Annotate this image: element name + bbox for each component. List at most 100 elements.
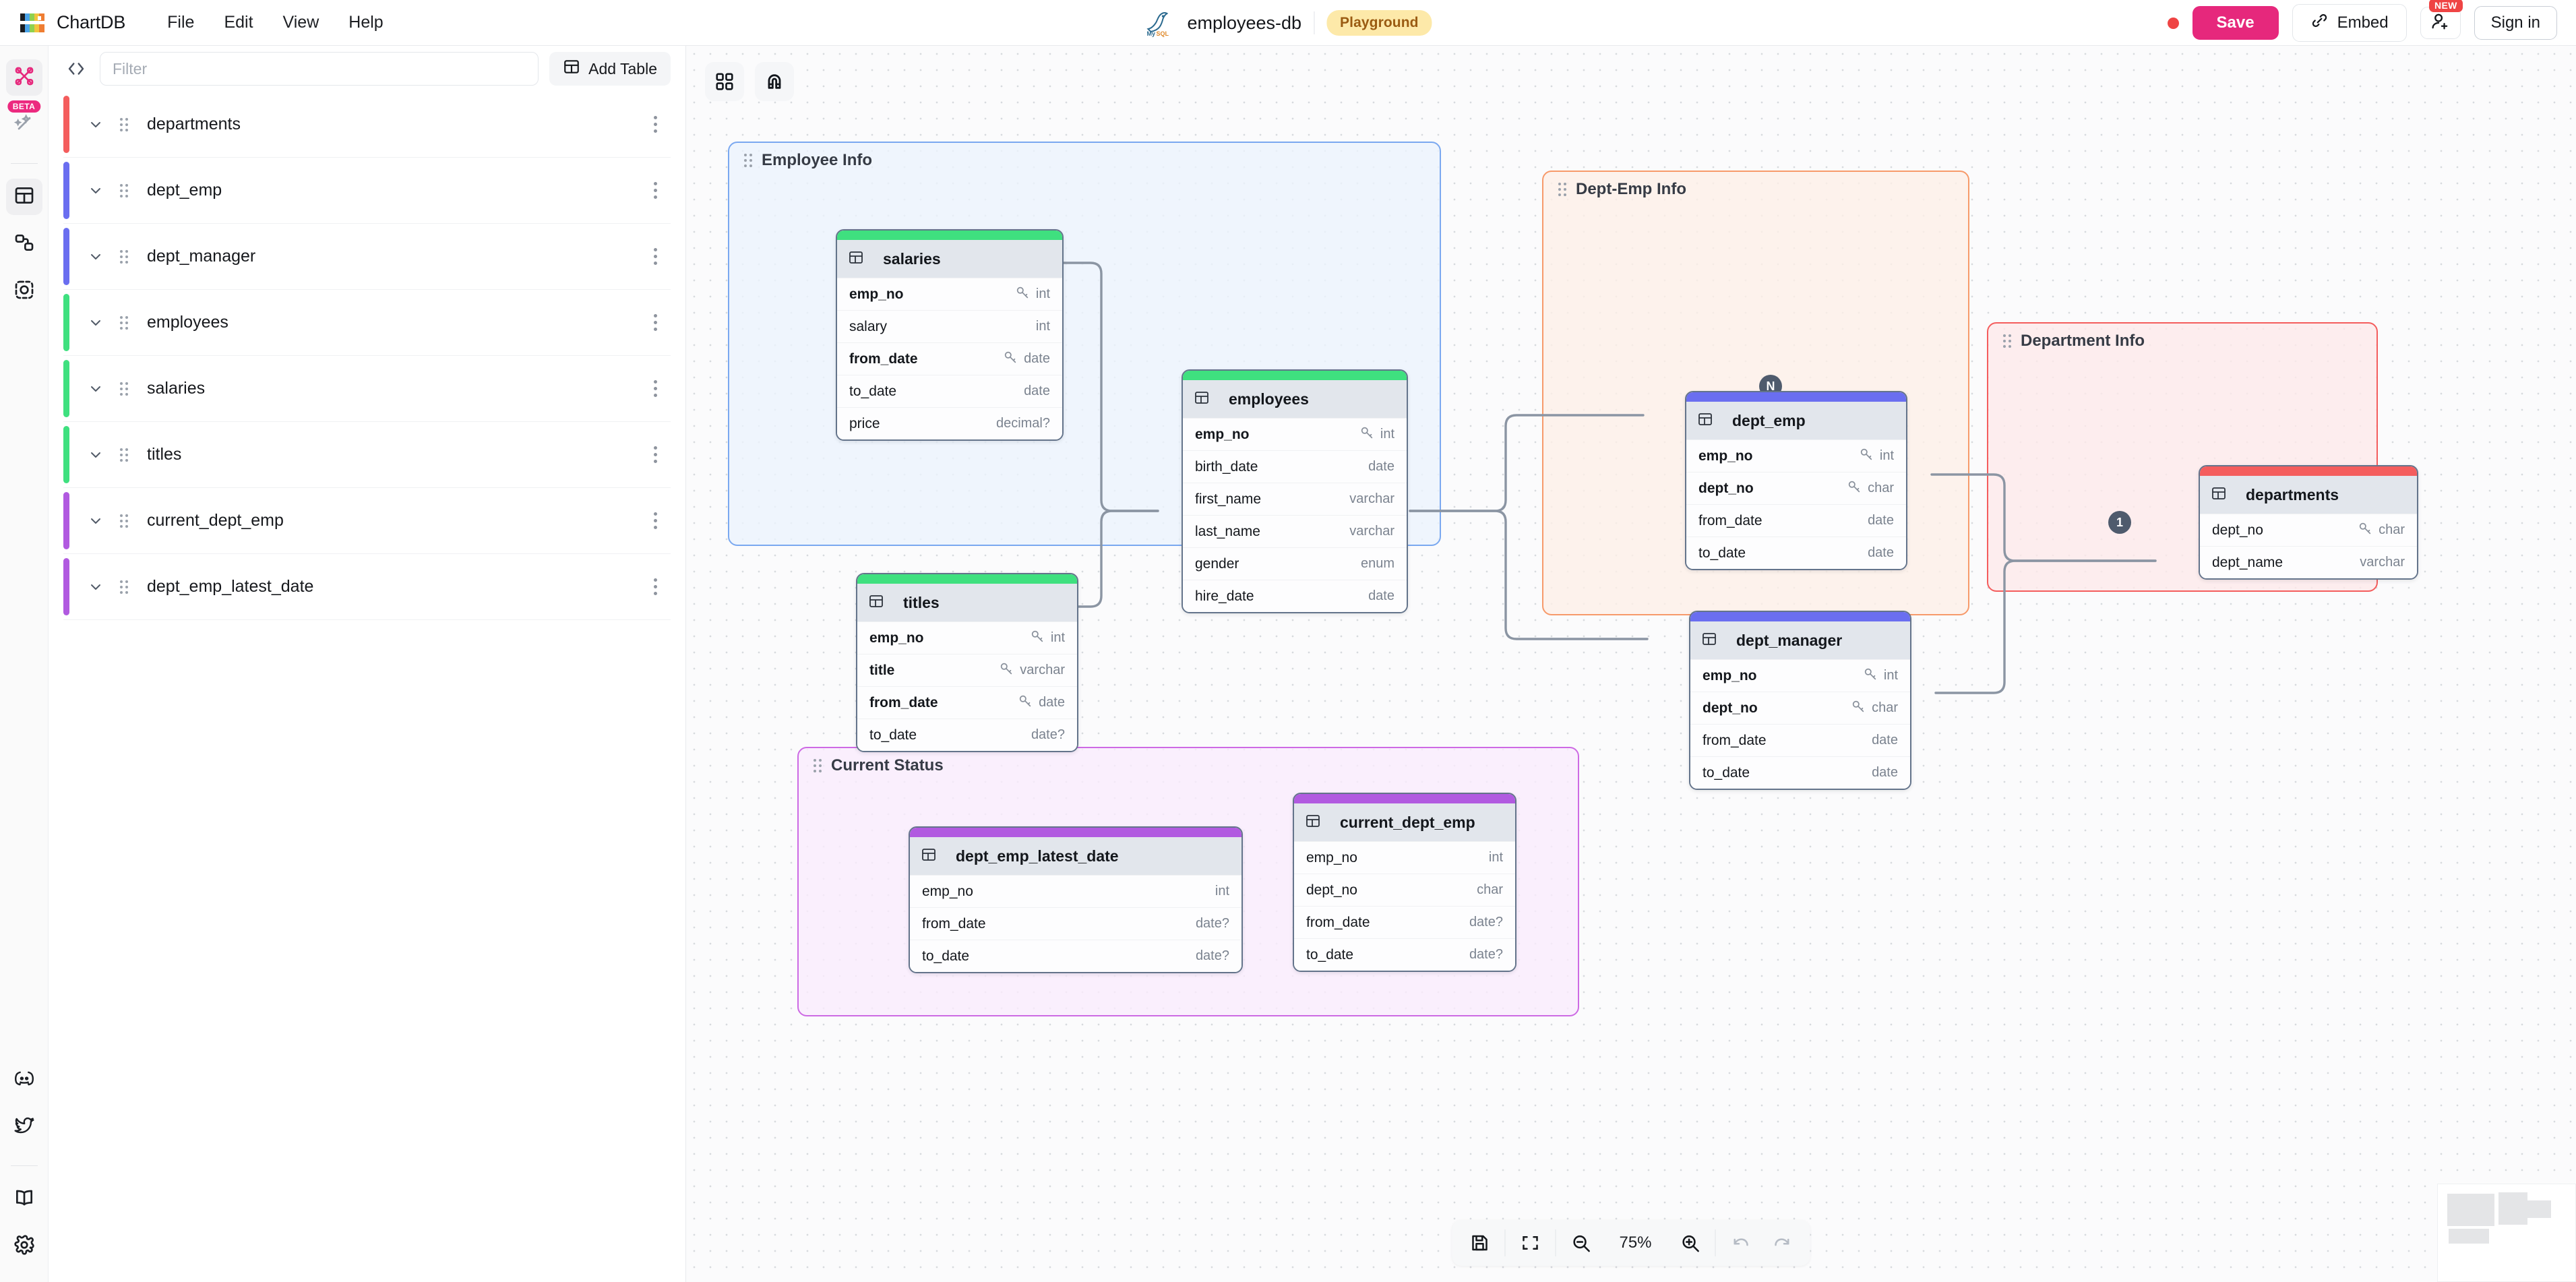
table-field-row[interactable]: dept_no char <box>1294 874 1515 906</box>
table-options-icon[interactable] <box>654 578 657 595</box>
drag-handle-icon[interactable] <box>120 183 128 197</box>
drag-handle-icon[interactable] <box>814 759 822 772</box>
save-button[interactable]: Save <box>2192 6 2279 40</box>
table-field-row[interactable]: emp_no int <box>857 621 1077 654</box>
sidebar-table-row[interactable]: titles <box>63 422 671 488</box>
table-node-header[interactable]: employees <box>1183 380 1407 418</box>
table-node-header[interactable]: dept_manager <box>1690 621 1910 659</box>
chevron-down-icon[interactable] <box>88 315 105 331</box>
menu-file[interactable]: File <box>167 13 195 32</box>
table-field-row[interactable]: from_date date? <box>910 907 1241 940</box>
table-field-row[interactable]: from_date date <box>857 686 1077 719</box>
table-field-row[interactable]: to_date date? <box>910 940 1241 972</box>
drag-handle-icon[interactable] <box>744 154 752 167</box>
table-node-header[interactable]: dept_emp <box>1686 402 1906 439</box>
table-field-row[interactable]: last_name varchar <box>1183 515 1407 547</box>
drag-handle-icon[interactable] <box>120 580 128 594</box>
table-node-header[interactable]: dept_emp_latest_date <box>910 837 1241 875</box>
drag-handle-icon[interactable] <box>120 315 128 330</box>
sidebar-table-row[interactable]: employees <box>63 290 671 356</box>
sidebar-table-row[interactable]: departments <box>63 92 671 158</box>
table-field-row[interactable]: dept_name varchar <box>2200 546 2417 578</box>
table-field-row[interactable]: from_date date <box>837 342 1062 375</box>
chevron-down-icon[interactable] <box>88 183 105 199</box>
sign-in-button[interactable]: Sign in <box>2474 6 2557 40</box>
table-options-icon[interactable] <box>654 380 657 397</box>
rail-item-diagrams[interactable] <box>5 59 42 96</box>
minimap[interactable] <box>2437 1184 2576 1282</box>
table-field-row[interactable]: emp_no int <box>910 875 1241 907</box>
drag-handle-icon[interactable] <box>120 448 128 462</box>
chevron-down-icon[interactable] <box>88 381 105 397</box>
sidebar-table-row[interactable]: dept_emp_latest_date <box>63 554 671 620</box>
table-node-header[interactable]: current_dept_emp <box>1294 803 1515 841</box>
drag-handle-icon[interactable] <box>120 249 128 264</box>
table-field-row[interactable]: emp_no int <box>1294 841 1515 874</box>
table-options-icon[interactable] <box>654 248 657 265</box>
rail-item-dependencies[interactable] <box>6 273 42 309</box>
zoom-in-icon[interactable] <box>1669 1224 1711 1262</box>
table-field-row[interactable]: birth_date date <box>1183 450 1407 483</box>
chevron-down-icon[interactable] <box>88 117 105 133</box>
table-options-icon[interactable] <box>654 512 657 529</box>
table-field-row[interactable]: to_date date? <box>857 719 1077 751</box>
search-input[interactable] <box>100 52 539 86</box>
table-field-row[interactable]: from_date date <box>1686 504 1906 537</box>
chevron-down-icon[interactable] <box>88 579 105 595</box>
zoom-out-icon[interactable] <box>1560 1224 1602 1262</box>
table-node[interactable]: employees emp_no int birth_date date fir… <box>1182 369 1408 613</box>
table-field-row[interactable]: to_date date <box>837 375 1062 407</box>
drag-handle-icon[interactable] <box>120 514 128 528</box>
table-node[interactable]: dept_emp emp_no int dept_no char from_da… <box>1685 391 1907 570</box>
table-node[interactable]: salaries emp_no int salary int from_date <box>836 229 1064 441</box>
table-field-row[interactable]: to_date date? <box>1294 938 1515 971</box>
add-table-button[interactable]: Add Table <box>549 52 671 86</box>
table-field-row[interactable]: emp_no int <box>1183 418 1407 450</box>
menu-help[interactable]: Help <box>348 13 384 32</box>
redo-icon[interactable] <box>1762 1224 1804 1262</box>
table-node[interactable]: dept_manager emp_no int dept_no char fro… <box>1689 611 1911 790</box>
table-field-row[interactable]: from_date date? <box>1294 906 1515 938</box>
drag-handle-icon[interactable] <box>120 381 128 396</box>
table-node[interactable]: departments dept_no char dept_name varch… <box>2199 465 2418 580</box>
fit-screen-icon[interactable] <box>1510 1224 1552 1262</box>
table-node-header[interactable]: titles <box>857 584 1077 621</box>
table-field-row[interactable]: hire_date date <box>1183 580 1407 612</box>
table-field-row[interactable]: salary int <box>837 310 1062 342</box>
drag-handle-icon[interactable] <box>1558 183 1566 196</box>
rail-item-tables[interactable] <box>5 179 42 215</box>
save-diagram-icon[interactable] <box>1459 1224 1501 1262</box>
menu-edit[interactable]: Edit <box>224 13 253 32</box>
table-field-row[interactable]: dept_no char <box>1690 692 1910 724</box>
page-title[interactable]: employees-db <box>1187 12 1302 33</box>
table-options-icon[interactable] <box>654 446 657 463</box>
table-field-row[interactable]: dept_no char <box>2200 514 2417 546</box>
table-options-icon[interactable] <box>654 116 657 133</box>
table-node[interactable]: dept_emp_latest_date emp_no int from_dat… <box>909 826 1243 973</box>
table-field-row[interactable]: emp_no int <box>1686 439 1906 472</box>
table-field-row[interactable]: to_date date <box>1686 537 1906 569</box>
chevron-down-icon[interactable] <box>88 513 105 529</box>
rail-item-relationships[interactable] <box>6 226 42 262</box>
undo-icon[interactable] <box>1720 1224 1762 1262</box>
rail-item-settings[interactable] <box>6 1228 42 1264</box>
table-field-row[interactable]: to_date date <box>1690 756 1910 789</box>
zoom-level-label[interactable]: 75% <box>1619 1233 1652 1252</box>
table-options-icon[interactable] <box>654 182 657 199</box>
table-field-row[interactable]: dept_no char <box>1686 472 1906 504</box>
menu-view[interactable]: View <box>282 13 319 32</box>
sidebar-table-row[interactable]: current_dept_emp <box>63 488 671 554</box>
table-field-row[interactable]: title varchar <box>857 654 1077 686</box>
magnet-icon[interactable] <box>755 62 794 101</box>
diagram-canvas[interactable]: Employee Info Dept-Emp Info Department I… <box>686 46 2576 1282</box>
sidebar-table-row[interactable]: dept_manager <box>63 224 671 290</box>
sidebar-table-row[interactable]: dept_emp <box>63 158 671 224</box>
embed-button[interactable]: Embed <box>2292 4 2407 42</box>
drag-handle-icon[interactable] <box>120 117 128 131</box>
table-node[interactable]: titles emp_no int title varchar from_dat… <box>856 573 1078 752</box>
layout-grid-icon[interactable] <box>705 62 744 101</box>
table-field-row[interactable]: gender enum <box>1183 547 1407 580</box>
rail-item-ai-assist[interactable]: BETA <box>6 100 42 143</box>
table-field-row[interactable]: first_name varchar <box>1183 483 1407 515</box>
chevron-down-icon[interactable] <box>88 249 105 265</box>
